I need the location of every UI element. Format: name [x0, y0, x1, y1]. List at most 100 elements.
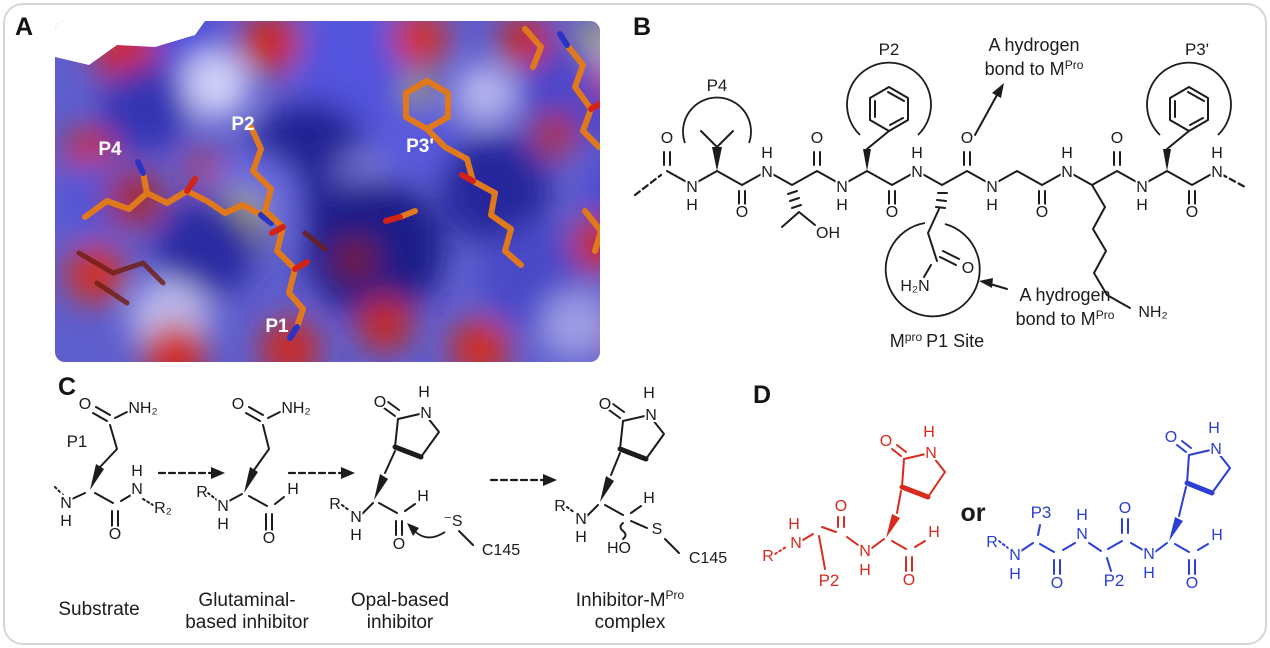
caption-substrate: Substrate: [58, 599, 139, 620]
h-label: H: [60, 513, 72, 530]
h-label: H: [1143, 565, 1155, 582]
p2-site-label: P2: [1104, 571, 1125, 590]
o-label: O: [903, 572, 915, 589]
n-label: N: [1136, 179, 1148, 196]
p4-site-label: P4: [707, 76, 728, 95]
caption-glutaminal-line1: Glutaminal-: [198, 590, 295, 611]
h-label: H: [350, 527, 362, 544]
n-label: N: [60, 495, 72, 512]
h-label: H: [1061, 145, 1073, 162]
h-label: H: [911, 145, 923, 162]
n-label: N: [1076, 526, 1088, 543]
nh2-label: NH₂: [1138, 304, 1167, 321]
pocket-label-p2: P2: [231, 114, 254, 135]
h-label: H: [418, 384, 430, 401]
o-label: O: [962, 260, 974, 277]
panel-c-reaction-scheme: O NH₂ P1 N H O N H R₂ O NH₂ R N H: [54, 382, 729, 633]
reaction-arrow: [287, 467, 355, 479]
pocket-label-p4: P4: [98, 139, 122, 160]
n-label: N: [761, 164, 773, 181]
h-label: H: [1211, 527, 1223, 544]
h-label: H: [575, 529, 587, 546]
reaction-arrow: [489, 474, 557, 486]
o-label: O: [599, 396, 611, 413]
c145-label: C145: [689, 550, 727, 567]
ho-label: HO: [607, 540, 631, 557]
pocket-label-p3prime: P3': [406, 136, 434, 157]
or-connector: or: [961, 499, 986, 527]
hbond-note-bottom-line1: A hydrogen: [1019, 285, 1110, 305]
o-label: O: [1186, 204, 1198, 221]
panel-d-letter: D: [753, 381, 772, 409]
o-label: O: [374, 394, 386, 411]
p2-site-label: P2: [879, 40, 900, 59]
c145-label: C145: [482, 542, 520, 559]
reaction-arrow: [157, 467, 225, 479]
nh2-label: NH₂: [128, 400, 157, 417]
o-label: O: [393, 536, 405, 553]
surface-notch: [55, 21, 205, 65]
n-label: N: [575, 511, 587, 528]
r2-label: R₂: [154, 500, 172, 517]
nh2-label: NH₂: [281, 400, 310, 417]
figure-card: A B C D: [3, 3, 1267, 645]
p2-site-label: P2: [819, 571, 840, 590]
substrate-structure: O NH₂ P1 N H O N H R₂: [54, 394, 174, 545]
h-label: H: [1076, 507, 1088, 524]
panel-b-peptide-structure: O O O O O O O O N H N H N H N H N H N H …: [633, 35, 1247, 351]
o-label: O: [661, 130, 673, 147]
n-label: N: [1061, 164, 1073, 181]
glutaminal-inhibitor-structure: O NH₂ R N H H O: [194, 394, 312, 549]
o-label: O: [79, 396, 91, 413]
h-label: H: [928, 524, 940, 541]
o-label: O: [1119, 500, 1131, 517]
hbond-note-top-line2: bond to MPro: [985, 58, 1084, 79]
panel-a-letter: A: [15, 13, 34, 41]
h-label: H: [836, 197, 848, 214]
o-label: O: [835, 498, 847, 515]
r-label: R: [329, 496, 341, 513]
h-label: H: [417, 488, 429, 505]
caption-opal-line2: inhibitor: [367, 612, 434, 633]
n-label: N: [131, 481, 143, 498]
oh-label: OH: [816, 225, 840, 242]
o-label: O: [1051, 575, 1063, 592]
pocket-label-p1: P1: [265, 316, 289, 337]
panel-d-inhibitor-options: H N R P2 O N H O H N H O or: [760, 418, 1231, 594]
caption-complex-line2: complex: [595, 612, 666, 633]
h-label: H: [859, 562, 871, 579]
o-label: O: [961, 130, 973, 147]
n-label: N: [911, 164, 923, 181]
h-label: H: [1211, 145, 1223, 162]
n-label: N: [1211, 164, 1223, 181]
r-label: R: [554, 498, 566, 515]
o-label: O: [232, 396, 244, 413]
opal-inhibitor-structure: O H N R N H H O ⁻S C145: [327, 382, 522, 561]
ligand-sticks: [76, 26, 600, 341]
o-label: O: [1036, 204, 1048, 221]
h-label: H: [686, 197, 698, 214]
hbond-note-bottom-line2: bond to MPro: [1016, 308, 1115, 329]
panel-c-letter: C: [58, 373, 77, 401]
h-label: H: [643, 490, 655, 507]
h-label: H: [986, 197, 998, 214]
h-label: H: [287, 481, 299, 498]
h-label: H: [788, 516, 800, 533]
o-label: O: [263, 530, 275, 547]
n-label: N: [420, 405, 432, 422]
p3prime-site-label: P3': [1185, 40, 1209, 59]
panel-b-letter: B: [633, 13, 652, 41]
o-label: O: [886, 204, 898, 221]
o-label: O: [1111, 130, 1123, 147]
h-label: H: [1009, 566, 1021, 583]
h-label: H: [131, 463, 143, 480]
blue-inhibitor-structure: R N H P3 H N O P2 O N H O H N H O: [984, 418, 1231, 594]
n-label: N: [1210, 441, 1222, 458]
r-label: R: [196, 484, 208, 501]
n-label: N: [925, 445, 937, 462]
caption-opal-line1: Opal-based: [351, 590, 449, 611]
h-label: H: [643, 385, 655, 402]
inhibitor-mpro-complex-structure: O H N R N H H HO S C145: [552, 383, 729, 569]
n-label: N: [859, 543, 871, 560]
